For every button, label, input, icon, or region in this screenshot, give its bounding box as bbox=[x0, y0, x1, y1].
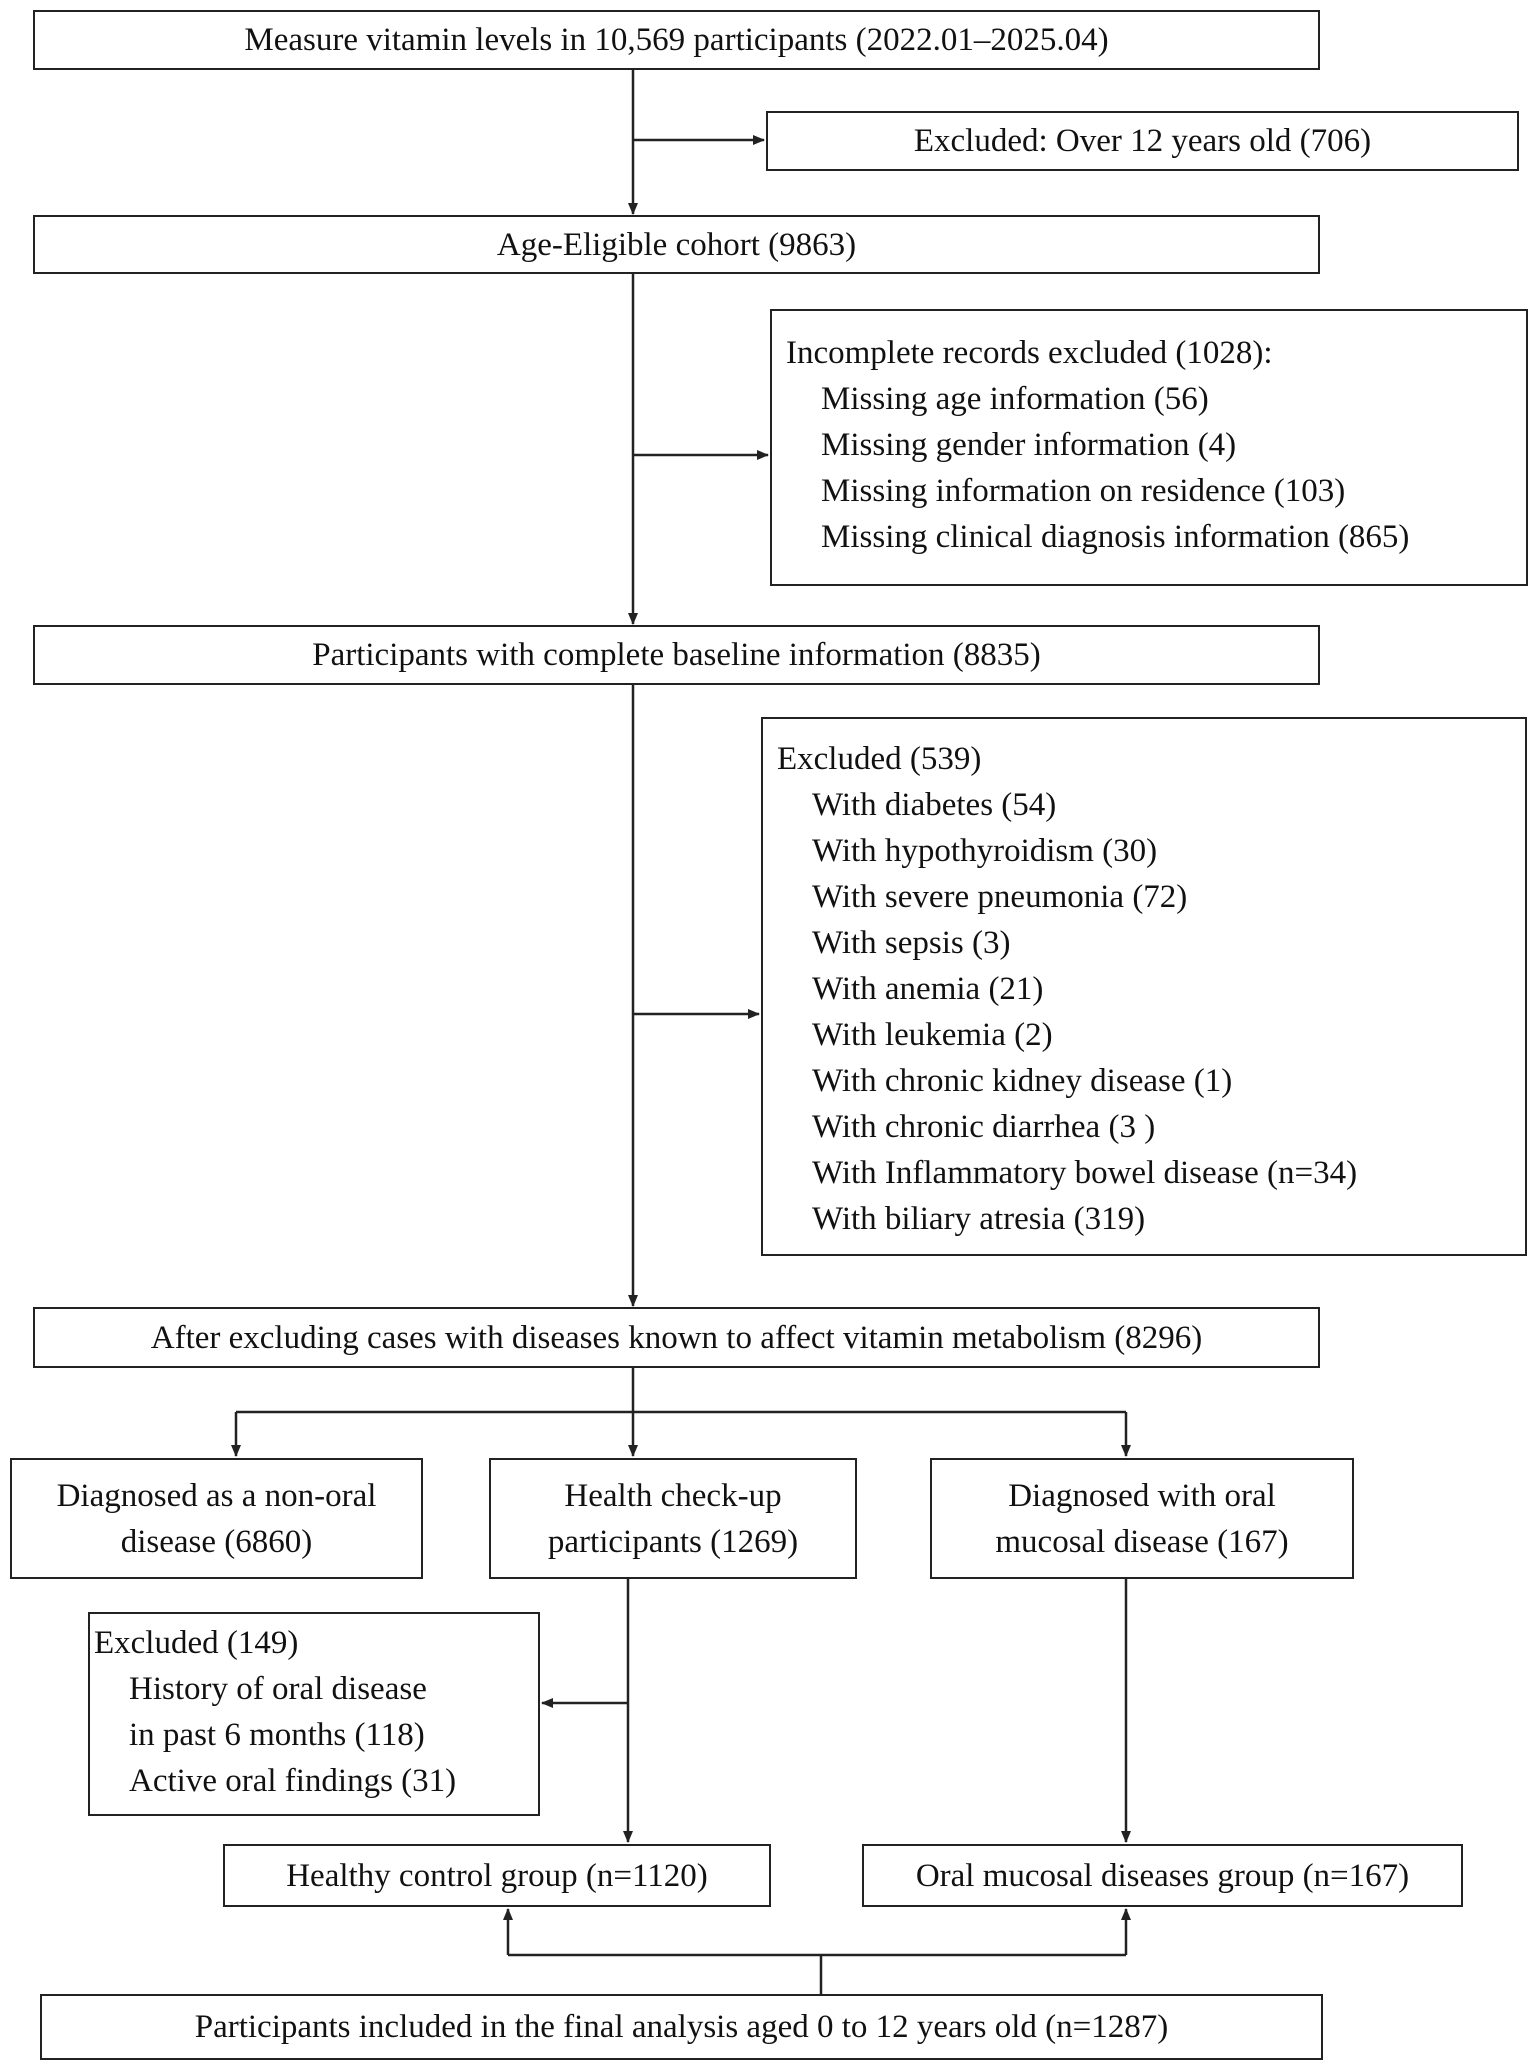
excluded-diseases-box: Excluded (539) With diabetes (54) With h… bbox=[761, 717, 1527, 1256]
excluded-oral-box: Excluded (149) History of oral disease i… bbox=[88, 1612, 540, 1816]
oral-group-text: Oral mucosal diseases group (n=167) bbox=[915, 1857, 1410, 1894]
oral-mucosal-line: mucosal disease (167) bbox=[995, 1523, 1289, 1560]
age-eligible-box: Age-Eligible cohort (9863) bbox=[33, 215, 1320, 274]
excluded-disease-item: With diabetes (54) bbox=[812, 787, 1057, 823]
excluded-age-text: Excluded: Over 12 years old (706) bbox=[913, 123, 1372, 159]
excluded-disease-item: With biliary atresia (319) bbox=[812, 1201, 1146, 1237]
health-checkup-line: participants (1269) bbox=[547, 1523, 799, 1560]
excluded-disease-item: With sepsis (3) bbox=[812, 925, 1011, 961]
incomplete-item: Missing information on residence (103) bbox=[821, 473, 1346, 509]
oral-mucosal-line: Diagnosed with oral bbox=[1008, 1477, 1276, 1514]
excluded-diseases-title: Excluded (539) bbox=[777, 741, 982, 777]
measure-box: Measure vitamin levels in 10,569 partici… bbox=[33, 10, 1320, 70]
health-checkup-box: Health check-up participants (1269) bbox=[489, 1458, 857, 1579]
excluded-disease-item: With severe pneumonia (72) bbox=[812, 879, 1188, 915]
oral-group-box: Oral mucosal diseases group (n=167) bbox=[862, 1844, 1463, 1907]
non-oral-box: Diagnosed as a non-oral disease (6860) bbox=[10, 1458, 423, 1579]
age-eligible-text: Age-Eligible cohort (9863) bbox=[496, 226, 857, 263]
excluded-oral-item: Active oral findings (31) bbox=[129, 1763, 457, 1799]
healthy-control-box: Healthy control group (n=1120) bbox=[223, 1844, 771, 1907]
non-oral-line: Diagnosed as a non-oral bbox=[56, 1477, 377, 1514]
excluded-disease-item: With chronic diarrhea (3 ) bbox=[812, 1109, 1156, 1145]
measure-text: Measure vitamin levels in 10,569 partici… bbox=[244, 22, 1109, 58]
excluded-disease-item: With chronic kidney disease (1) bbox=[812, 1063, 1233, 1099]
final-analysis-text: Participants included in the final analy… bbox=[194, 2009, 1169, 2045]
healthy-control-text: Healthy control group (n=1120) bbox=[286, 1857, 708, 1894]
excluded-disease-item: With anemia (21) bbox=[812, 971, 1044, 1007]
after-excluding-text: After excluding cases with diseases know… bbox=[150, 1319, 1203, 1356]
excluded-oral-item: in past 6 months (118) bbox=[129, 1717, 425, 1753]
complete-baseline-box: Participants with complete baseline info… bbox=[33, 625, 1320, 685]
final-analysis-box: Participants included in the final analy… bbox=[40, 1994, 1323, 2060]
excluded-disease-item: With hypothyroidism (30) bbox=[812, 833, 1158, 869]
excluded-oral-item: History of oral disease bbox=[129, 1671, 427, 1707]
oral-mucosal-box: Diagnosed with oral mucosal disease (167… bbox=[930, 1458, 1354, 1579]
excluded-age-box: Excluded: Over 12 years old (706) bbox=[766, 111, 1519, 171]
excluded-disease-item: With Inflammatory bowel disease (n=34) bbox=[812, 1155, 1358, 1191]
incomplete-item: Missing age information (56) bbox=[821, 381, 1209, 417]
non-oral-line: disease (6860) bbox=[120, 1523, 313, 1560]
incomplete-records-box: Incomplete records excluded (1028): Miss… bbox=[770, 309, 1528, 586]
after-excluding-box: After excluding cases with diseases know… bbox=[33, 1307, 1320, 1368]
excluded-disease-item: With leukemia (2) bbox=[812, 1017, 1053, 1053]
incomplete-item: Missing clinical diagnosis information (… bbox=[821, 519, 1410, 555]
excluded-oral-title: Excluded (149) bbox=[94, 1625, 299, 1661]
incomplete-title: Incomplete records excluded (1028): bbox=[786, 335, 1273, 371]
complete-baseline-text: Participants with complete baseline info… bbox=[312, 637, 1041, 673]
incomplete-item: Missing gender information (4) bbox=[821, 427, 1237, 463]
health-checkup-line: Health check-up bbox=[564, 1477, 782, 1514]
